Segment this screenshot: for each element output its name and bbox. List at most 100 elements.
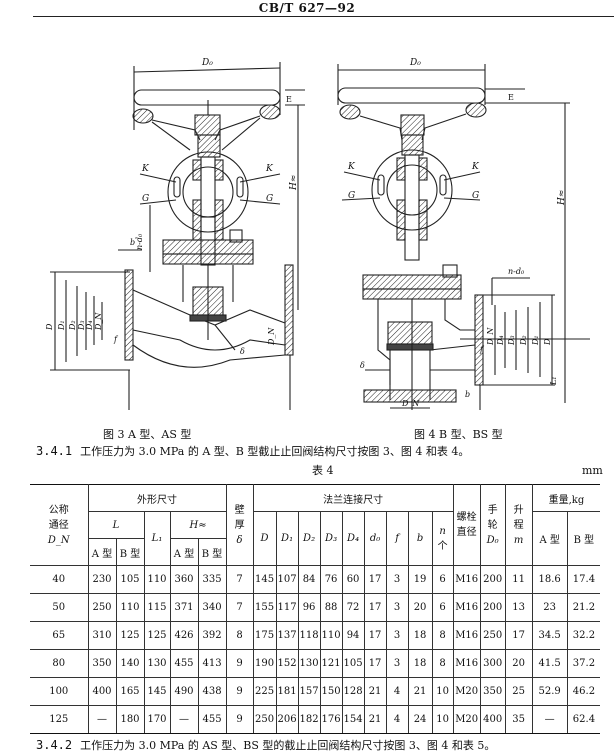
dim-label-d1: D₁ [57,320,66,331]
dim-label-dn-right: D_N [267,327,276,346]
cell-l-a: 230 [87,565,117,594]
cell-d: 145 [252,565,277,594]
cell-lift-m: 35 [504,705,533,734]
cell-d1: 117 [275,593,299,622]
header-rule [33,16,614,17]
cell-dn: 65 [30,621,89,650]
header-d3: D₃ [319,511,343,566]
label-k-left: K [347,162,356,172]
cell-h-b: 340 [197,593,227,622]
cell-l-a: 400 [87,677,117,706]
cell-weight-b: 17.4 [566,565,601,594]
header-lift-line1: 升 [513,504,524,516]
header-d1: D₁ [275,511,299,566]
cell-handwheel-d0: 350 [479,677,506,706]
cell-d2: 96 [297,593,321,622]
cell-d2: 118 [297,621,321,650]
cell-l-b: 140 [115,649,145,678]
yoke [167,151,249,241]
cell-d: 175 [252,621,277,650]
cell-handwheel-d0: 400 [479,705,506,734]
cell-l-b: 125 [115,621,145,650]
header-wall-line3: δ [227,533,253,548]
cell-dn: 40 [30,565,89,594]
header-d3-symbol: D₃ [325,533,338,544]
header-dn-line3: D_N [30,533,88,548]
cell-d0: 17 [363,649,387,678]
cell-h-a: 455 [169,649,199,678]
header-wall-symbol: δ [236,534,243,546]
bonnet-flange [362,264,462,300]
header-handwheel-line2: 轮 [487,519,498,531]
cell-dn: 100 [30,677,89,706]
clause-text: 工作压力为 3.0 MPa 的 A 型、B 型截止止回阀结构尺寸按图 3、图 4… [80,445,470,458]
cell-weight-a: 34.5 [531,621,568,650]
header-flange: 法兰连接尺寸 [252,484,454,512]
cell-d3: 110 [319,621,343,650]
header-d2: D₂ [297,511,321,566]
cell-handwheel-d0: 250 [479,621,506,650]
cell-l-a: 250 [87,593,117,622]
cell-delta: 9 [225,677,254,706]
cell-weight-a: 41.5 [531,649,568,678]
cell-l-a: 350 [87,649,117,678]
cell-weight-a: 52.9 [531,677,568,706]
cell-n: 6 [431,593,454,622]
cell-d4: 105 [341,649,365,678]
figure-3-caption: 图 3 A 型、AS 型 [103,428,192,441]
dim-label-dn-right: D_N [486,327,495,346]
cell-b: 19 [407,565,433,594]
cell-bolt: M16 [452,565,481,594]
header-weight-a: A 型 [531,511,568,566]
dim-label-d2: D₂ [519,335,528,346]
header-d4-symbol: D₄ [347,533,360,544]
header-n-symbol: n [439,525,446,537]
cell-h-a: 371 [169,593,199,622]
cell-b: 18 [407,621,433,650]
cell-delta: 9 [225,649,254,678]
cell-lift-m: 17 [504,621,533,650]
cell-bolt: M20 [452,705,481,734]
cell-h-b: 335 [197,565,227,594]
cell-d2: 182 [297,705,321,734]
cell-weight-a: — [531,705,568,734]
cell-delta: 7 [225,593,254,622]
cell-handwheel-d0: 200 [479,593,506,622]
header-bolt-line1: 螺栓 [456,512,477,523]
header-weight: 重量,kg [531,484,601,512]
dim-label-d4: D₄ [85,320,94,331]
dim-label-f: f [113,335,119,344]
label-k-right: K [471,162,480,172]
cell-h-b: 455 [197,705,227,734]
header-dn-line2: 通径 [48,519,69,531]
cell-l1: 125 [143,621,171,650]
cell-f: 4 [385,677,409,706]
cell-weight-b: 21.2 [566,593,601,622]
cell-d3: 150 [319,677,343,706]
standard-number: CB/T 627—92 [258,1,356,15]
cell-bolt: M20 [452,677,481,706]
header-lift-line3: m [506,533,532,548]
cell-delta: 8 [225,621,254,650]
cell-n: 8 [431,649,454,678]
cell-l1: 110 [143,565,171,594]
dim-label-d0: D₀ [201,58,213,68]
cell-dn: 125 [30,705,89,734]
cell-f: 3 [385,593,409,622]
handwheel [337,87,487,156]
cell-d1: 107 [275,565,299,594]
cell-d: 225 [252,677,277,706]
label-g-left: G [348,191,355,201]
dim-label-e: E [286,95,292,104]
header-wall-line1: 壁 [234,504,245,516]
cell-l-a: — [87,705,117,734]
cell-d2: 157 [297,677,321,706]
cell-lift-m: 13 [504,593,533,622]
label-g-left: G [142,194,149,204]
cell-f: 3 [385,565,409,594]
dim-label-d4: D₄ [496,335,505,346]
dim-label-f: f [479,345,485,354]
